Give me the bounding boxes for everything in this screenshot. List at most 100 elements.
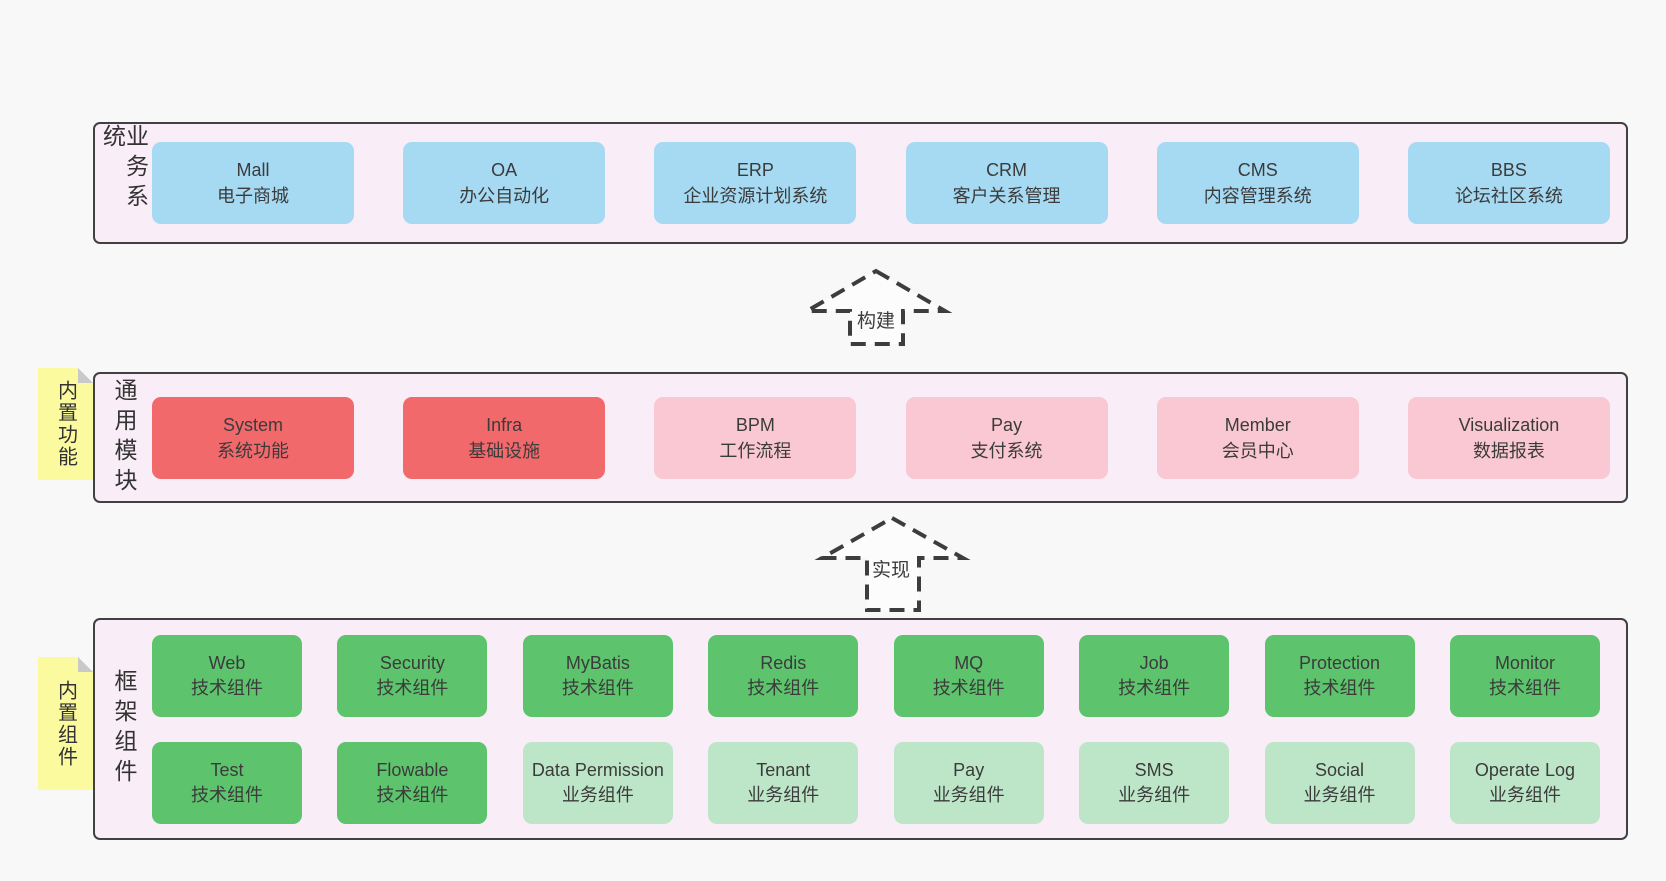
arrow-implement-label: 实现 (868, 555, 914, 582)
arrow-implement: 实现 (810, 510, 972, 614)
box-title: BPM (735, 414, 775, 435)
box-desc: 客户关系管理 (952, 186, 1061, 206)
box-test: Test 技术组件 (152, 741, 302, 824)
box-desc: 业务组件 (932, 784, 1005, 805)
band-label-framework-components: 框架组件 (111, 669, 137, 789)
box-desc: 内容管理系统 (1203, 186, 1312, 206)
box-title: Pay (953, 759, 985, 780)
box-title: Security (379, 652, 445, 673)
framework-component-rows: Web 技术组件 Security 技术组件 MyBatis 技术组件 Redi… (152, 620, 1626, 838)
box-title: OA (491, 160, 518, 180)
box-title: Test (210, 759, 244, 780)
arrow-build-label: 构建 (853, 306, 899, 333)
box-desc: 业务组件 (1118, 784, 1191, 805)
box-desc: 技术组件 (191, 677, 263, 698)
box-bpm: BPM 工作流程 (654, 396, 857, 479)
box-desc: 技术组件 (191, 784, 263, 805)
common-module-boxes: System 系统功能 Infra 基础设施 BPM 工作流程 Pay 支付系统… (152, 374, 1626, 501)
box-desc: 论坛社区系统 (1454, 186, 1563, 206)
box-desc: 数据报表 (1472, 440, 1545, 461)
box-title: Mall (236, 160, 270, 180)
box-desc: 业务组件 (1488, 784, 1561, 805)
business-system-boxes: Mall 电子商城 OA 办公自动化 ERP 企业资源计划系统 CRM 客户关系… (152, 124, 1626, 242)
box-desc: 技术组件 (1118, 677, 1191, 698)
box-desc: 工作流程 (719, 440, 792, 461)
box-visualization: Visualization 数据报表 (1407, 396, 1610, 479)
box-desc: 会员中心 (1221, 440, 1294, 461)
box-monitor: Monitor 技术组件 (1449, 634, 1600, 717)
box-title: Pay (991, 414, 1023, 435)
box-desc: 支付系统 (970, 440, 1043, 461)
band-common-modules: 通用模块 System 系统功能 Infra 基础设施 BPM 工作流程 Pay… (93, 372, 1628, 503)
box-desc: 技术组件 (1303, 677, 1376, 698)
box-desc: 基础设施 (468, 440, 541, 461)
box-security: Security 技术组件 (337, 634, 488, 717)
band-business-systems: 业务系统 Mall 电子商城 OA 办公自动化 ERP 企业资源计划系统 CRM… (93, 122, 1628, 244)
box-title: Redis (760, 652, 807, 673)
box-redis: Redis 技术组件 (708, 634, 859, 717)
box-social: Social 业务组件 (1264, 741, 1415, 824)
box-erp: ERP 企业资源计划系统 (654, 142, 857, 224)
framework-row-2: Test 技术组件 Flowable 技术组件 Data Permission … (152, 741, 1600, 824)
box-title: Social (1315, 759, 1365, 780)
box-crm: CRM 客户关系管理 (905, 142, 1108, 224)
box-desc: 技术组件 (561, 677, 634, 698)
box-title: MyBatis (565, 652, 630, 673)
box-bbs: BBS 论坛社区系统 (1407, 142, 1610, 224)
box-title: SMS (1134, 759, 1174, 780)
box-desc: 系统功能 (217, 440, 289, 461)
box-title: Protection (1299, 652, 1381, 673)
box-pay-module: Pay 支付系统 (905, 396, 1108, 479)
box-cms: CMS 内容管理系统 (1156, 142, 1359, 224)
box-mq: MQ 技术组件 (893, 634, 1044, 717)
box-title: Member (1224, 414, 1291, 435)
band-framework-components: 框架组件 Web 技术组件 Security 技术组件 MyBatis 技术组件… (93, 618, 1628, 840)
box-mall: Mall 电子商城 (152, 142, 354, 224)
box-title: Flowable (376, 759, 449, 780)
box-desc: 技术组件 (376, 677, 449, 698)
box-title: MQ (954, 652, 984, 673)
box-desc: 业务组件 (747, 784, 820, 805)
box-job: Job 技术组件 (1079, 634, 1230, 717)
sticky-note-built-in-components: 内置组件 (38, 657, 93, 790)
band-label-business-systems: 业务系统 (99, 124, 149, 214)
box-title: Infra (486, 414, 523, 435)
box-desc: 企业资源计划系统 (683, 186, 828, 206)
sticky-note-built-in-features: 内置功能 (38, 368, 93, 480)
box-mybatis: MyBatis 技术组件 (522, 634, 673, 717)
box-sms: SMS 业务组件 (1079, 741, 1230, 824)
box-desc: 办公自动化 (459, 186, 550, 206)
band-label-common-modules: 通用模块 (111, 377, 137, 498)
box-pay-component: Pay 业务组件 (893, 741, 1044, 824)
box-title: Tenant (756, 759, 811, 780)
box-desc: 技术组件 (932, 677, 1005, 698)
box-infra: Infra 基础设施 (403, 396, 606, 479)
box-title: CRM (986, 160, 1028, 180)
box-title: Data Permission (531, 759, 664, 780)
box-web: Web 技术组件 (152, 634, 302, 717)
box-member: Member 会员中心 (1156, 396, 1359, 479)
box-title: BBS (1490, 160, 1527, 180)
box-desc: 技术组件 (376, 784, 449, 805)
box-title: Operate Log (1474, 759, 1575, 780)
box-title: Web (208, 652, 246, 673)
sticky-note-label: 内置组件 (54, 679, 77, 768)
box-title: Job (1139, 652, 1169, 673)
box-title: ERP (736, 160, 774, 180)
box-title: Visualization (1458, 414, 1560, 435)
box-oa: OA 办公自动化 (403, 142, 606, 224)
box-desc: 技术组件 (747, 677, 820, 698)
framework-row-1: Web 技术组件 Security 技术组件 MyBatis 技术组件 Redi… (152, 634, 1600, 717)
box-desc: 业务组件 (561, 784, 634, 805)
box-title: Monitor (1494, 652, 1555, 673)
sticky-note-label: 内置功能 (54, 380, 77, 468)
arrow-build: 构建 (795, 264, 957, 348)
box-operate-log: Operate Log 业务组件 (1449, 741, 1600, 824)
box-flowable: Flowable 技术组件 (337, 741, 488, 824)
box-protection: Protection 技术组件 (1264, 634, 1415, 717)
box-title: System (222, 414, 283, 435)
box-data-permission: Data Permission 业务组件 (522, 741, 673, 824)
box-desc: 技术组件 (1488, 677, 1561, 698)
box-desc: 电子商城 (217, 186, 289, 206)
